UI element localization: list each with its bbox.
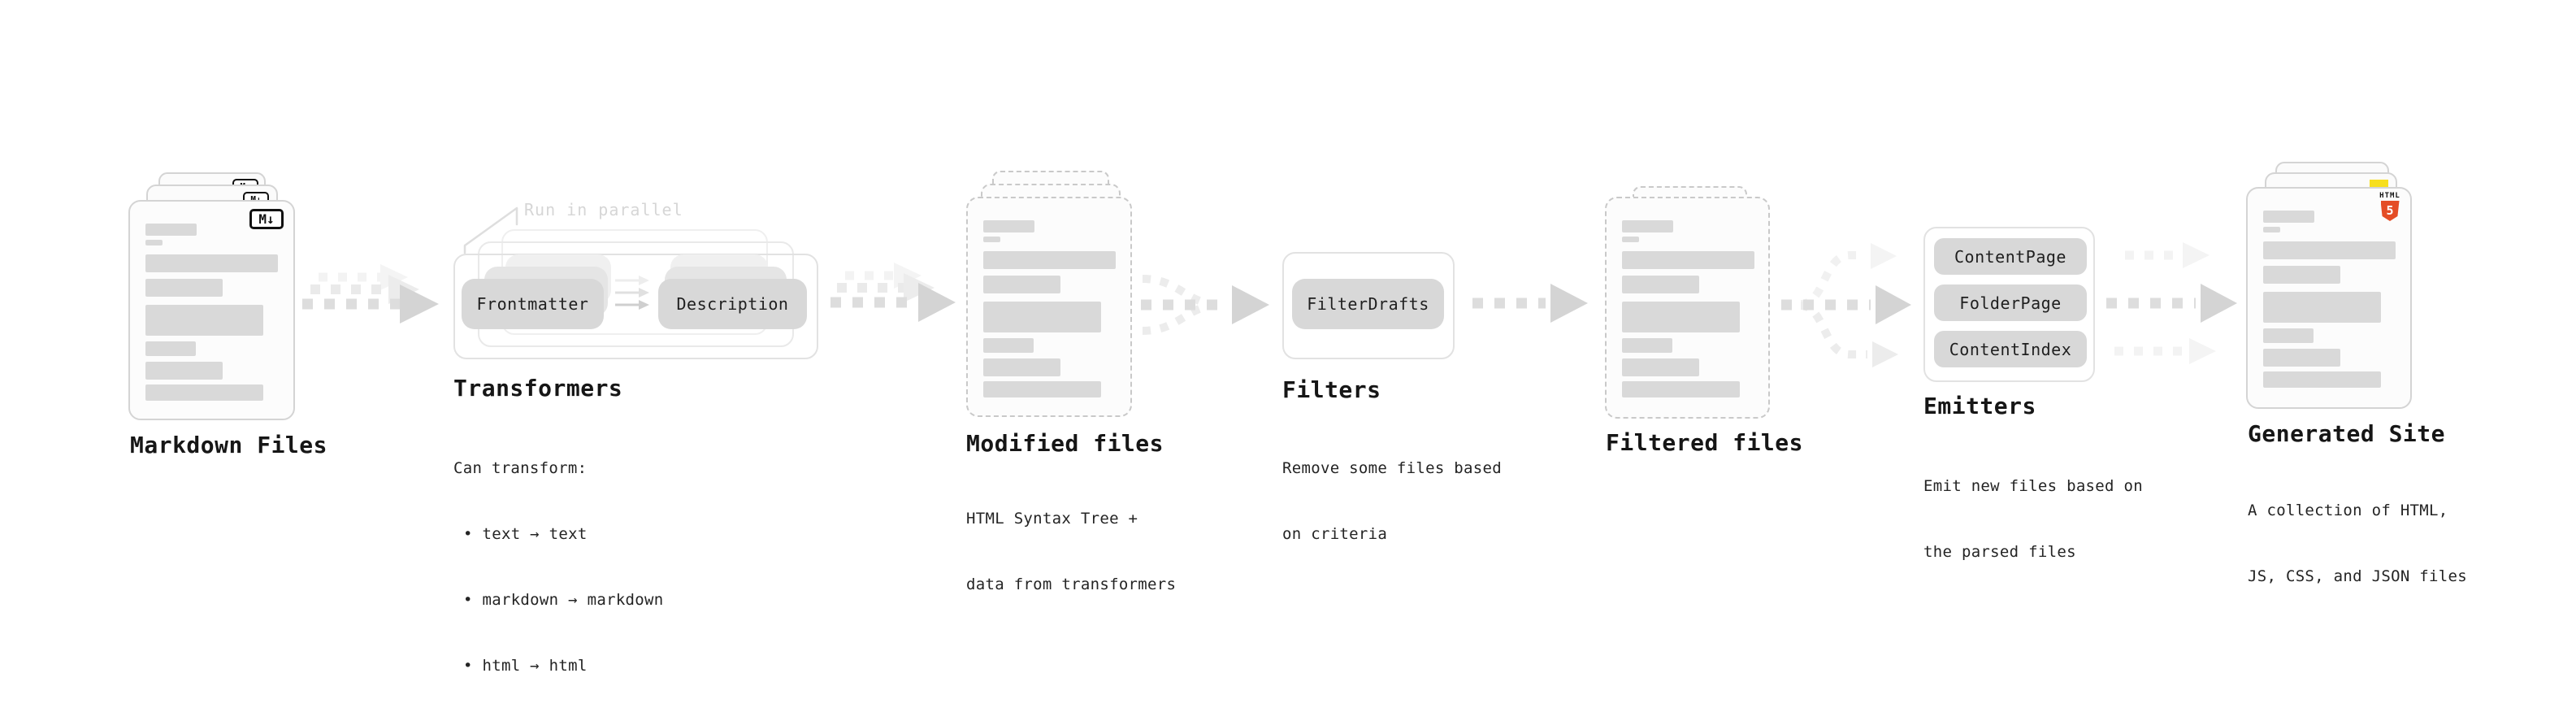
pipeline-diagram: M↓ M↓ M↓ Markdown Files Frontmatter Desc… (128, 162, 2467, 675)
modified-files-caption: HTML Syntax Tree + data from transformer… (966, 464, 1176, 640)
arrow-filtered-to-emitters-fork (1781, 243, 1911, 367)
text-placeholder-bar (2263, 211, 2314, 223)
generated-file-card-html: HTML 5 (2246, 187, 2412, 409)
text-placeholder-bar (145, 305, 263, 336)
markdown-file-card-front: M↓ (128, 200, 295, 420)
text-placeholder-bar (2263, 292, 2381, 323)
text-placeholder-bar (145, 279, 223, 297)
text-placeholder-bar (1622, 381, 1740, 397)
text-placeholder-bar (145, 341, 196, 356)
text-placeholder-bar (1622, 338, 1672, 353)
document-text-placeholder (2263, 211, 2396, 388)
transformers-caption: Can transform: • text → text • markdown … (453, 414, 664, 721)
transformer-pill-description: Description (658, 279, 807, 329)
flow-arrows (302, 206, 2237, 367)
text-placeholder-bar (2263, 241, 2396, 259)
run-in-parallel-note: Run in parallel (524, 200, 683, 219)
text-placeholder-bar (983, 338, 1034, 353)
run-in-parallel-callout-line (463, 206, 518, 254)
emitter-pill-contentpage: ContentPage (1934, 238, 2087, 275)
caption-line: JS, CSS, and JSON files (2248, 567, 2467, 585)
caption-line: Can transform: (453, 459, 588, 477)
caption-line: Remove some files based (1282, 459, 1502, 477)
text-placeholder-bar (1622, 276, 1699, 293)
html5-icon-numeral: 5 (2386, 203, 2394, 218)
text-placeholder-bar (2263, 266, 2340, 284)
arrow-modified-to-filters-merge (1141, 275, 1269, 335)
filtered-file-card-front (1605, 197, 1770, 419)
generated-site-caption: A collection of HTML, JS, CSS, and JSON … (2248, 456, 2467, 632)
markdown-icon: M↓ (249, 209, 284, 229)
document-text-placeholder (145, 224, 278, 401)
stage-title-filtered-files: Filtered files (1606, 429, 1804, 456)
stage-title-emitters: Emitters (1923, 393, 2036, 419)
stage-title-modified-files: Modified files (966, 430, 1164, 457)
caption-line: A collection of HTML, (2248, 502, 2448, 519)
text-placeholder-bar (983, 220, 1034, 232)
text-placeholder-bar (1622, 237, 1639, 242)
html5-icon: HTML 5 (2379, 192, 2400, 221)
text-placeholder-bar (1622, 358, 1699, 376)
transformer-pill-frontmatter: Frontmatter (462, 279, 604, 329)
text-placeholder-bar (145, 254, 278, 272)
modified-file-card-front (966, 197, 1132, 417)
text-placeholder-bar (2263, 328, 2314, 343)
stage-title-markdown-files: Markdown Files (130, 432, 328, 458)
text-placeholder-bar (145, 362, 223, 380)
text-placeholder-bar (145, 384, 263, 401)
caption-line: Emit new files based on (1923, 477, 2143, 495)
text-placeholder-bar (983, 251, 1116, 269)
caption-bullet: • markdown → markdown (463, 591, 664, 609)
emitters-caption: Emit new files based on the parsed files (1923, 432, 2143, 607)
caption-line: data from transformers (966, 575, 1177, 593)
transformer-sequence-arrows (615, 276, 649, 310)
transformer-box-front (453, 254, 818, 359)
html5-icon-label: HTML (2379, 192, 2400, 200)
text-placeholder-bar (983, 358, 1060, 376)
filters-caption: Remove some files based on criteria (1282, 414, 1502, 589)
text-placeholder-bar (2263, 349, 2340, 367)
text-placeholder-bar (983, 302, 1101, 332)
text-placeholder-bar (2263, 371, 2381, 388)
stage-title-transformers: Transformers (453, 375, 623, 402)
arrow-filters-to-filtered (1472, 284, 1588, 323)
text-placeholder-bar (145, 224, 197, 236)
emitter-pill-folderpage: FolderPage (1934, 284, 2087, 321)
arrow-transformers-to-modified (830, 263, 956, 322)
caption-bullet: • text → text (463, 525, 588, 543)
text-placeholder-bar (983, 237, 1000, 242)
text-placeholder-bar (2263, 227, 2280, 232)
stage-title-generated-site: Generated Site (2248, 420, 2446, 447)
emitter-pill-contentindex: ContentIndex (1934, 331, 2087, 367)
caption-line: on criteria (1282, 525, 1388, 543)
text-placeholder-bar (1622, 302, 1740, 332)
arrow-markdown-to-transformers (302, 264, 439, 324)
filter-pill-filterdrafts: FilterDrafts (1292, 279, 1444, 329)
caption-line: the parsed files (1923, 543, 2076, 561)
text-placeholder-bar (983, 381, 1101, 397)
caption-line: HTML Syntax Tree + (966, 510, 1138, 528)
document-text-placeholder (1622, 220, 1754, 397)
text-placeholder-bar (983, 276, 1060, 293)
text-placeholder-bar (1622, 220, 1673, 232)
text-placeholder-bar (145, 240, 163, 245)
text-placeholder-bar (1622, 251, 1754, 269)
stage-title-filters: Filters (1282, 376, 1381, 403)
html5-shield: 5 (2380, 201, 2400, 221)
arrow-emitters-to-generated (2106, 242, 2237, 364)
caption-bullet: • html → html (463, 657, 588, 675)
document-text-placeholder (983, 220, 1116, 397)
